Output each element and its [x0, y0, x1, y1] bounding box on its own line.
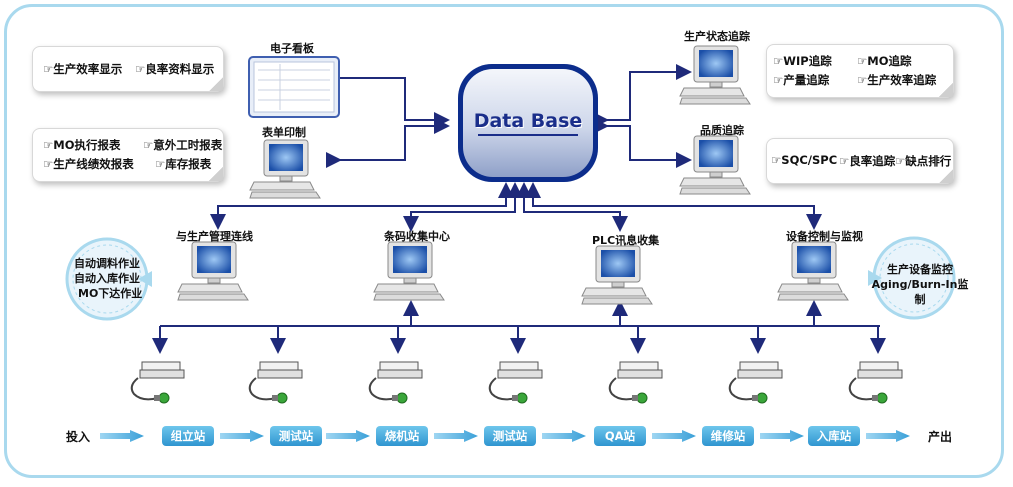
page-fold — [939, 169, 953, 183]
flow-arrow-icon — [542, 430, 586, 442]
right-monitor-circle — [868, 236, 956, 320]
left-automation-circle — [65, 237, 152, 321]
equipment-label: 设备控制与监视 — [786, 230, 863, 243]
database-node: Data Base — [454, 58, 602, 186]
form-print-label: 表单印制 — [262, 126, 306, 139]
plc-computer-icon — [581, 245, 653, 305]
note-item: ☞生产线绩效报表 — [43, 157, 134, 171]
note-reports: ☞MO执行报表 ☞意外工时报表 ☞生产线绩效报表 ☞库存报表 — [32, 128, 224, 182]
note-item: ☞库存报表 — [155, 157, 212, 171]
barcode-reader-icon — [248, 361, 303, 404]
note-quality: ☞SQC/SPC ☞良率追踪 ☞缺点排行 — [766, 138, 954, 184]
automation-line: MO下达作业 — [78, 287, 143, 300]
note-item: ☞MO追踪 — [857, 54, 912, 68]
note-item: ☞生产效率显示 — [43, 62, 123, 76]
flow-arrow-icon — [326, 430, 370, 442]
note-item: ☞良率追踪 — [839, 154, 896, 168]
database-underline — [478, 134, 578, 136]
barcode-reader-icon — [130, 361, 185, 404]
page-fold — [209, 77, 223, 91]
note-item: ☞产量追踪 — [773, 73, 830, 87]
barcode-reader-icon — [488, 361, 543, 404]
ekanban-label: 电子看板 — [270, 42, 314, 55]
form-print-computer-icon — [249, 139, 321, 199]
prod-status-computer-icon — [679, 45, 751, 105]
flow-arrow-icon — [866, 430, 910, 442]
left-automation-text: 自动调料作业 自动入库作业 MO下达作业 — [74, 256, 142, 301]
barcode-reader-icon — [368, 361, 423, 404]
note-item: ☞SQC/SPC — [771, 153, 838, 167]
automation-line: 自动入库作业 — [74, 272, 140, 285]
equipment-computer-icon — [777, 241, 849, 301]
station-test-2: 测试站 — [484, 426, 536, 446]
barcode-reader-icon — [848, 361, 903, 404]
station-test-1: 测试站 — [270, 426, 322, 446]
station-assembly: 组立站 — [162, 426, 214, 446]
flow-end-label: 产出 — [928, 430, 953, 444]
db-prodstatus-line — [593, 64, 692, 128]
note-item: ☞生产效率追踪 — [857, 73, 937, 87]
formprint-db-line — [326, 118, 450, 168]
quality-label: 品质追踪 — [700, 124, 744, 137]
right-monitor-text: 生产设备监控 Aging/Burn-In监制 — [870, 262, 970, 307]
flow-arrow-icon — [760, 430, 804, 442]
note-item: ☞意外工时报表 — [143, 138, 223, 152]
prod-mgmt-computer-icon — [177, 241, 249, 301]
quality-computer-icon — [679, 135, 751, 195]
note-item: ☞WIP追踪 — [773, 54, 832, 68]
flow-arrow-icon — [434, 430, 478, 442]
page-fold — [939, 83, 953, 97]
automation-line: 自动调料作业 — [74, 257, 140, 270]
flow-start-label: 投入 — [66, 430, 91, 444]
prod-mgmt-label: 与生产管理连线 — [176, 230, 253, 243]
barcode-label: 条码收集中心 — [384, 230, 450, 243]
database-icon — [458, 64, 598, 182]
station-warehouse: 入库站 — [808, 426, 860, 446]
monitor-line: 生产设备监控 — [887, 263, 953, 276]
note-item: ☞良率资料显示 — [135, 62, 215, 76]
note-display: ☞生产效率显示 ☞良率资料显示 — [32, 46, 224, 92]
flow-arrow-icon — [652, 430, 696, 442]
flow-arrow-icon — [220, 430, 264, 442]
ekanban-db-line — [326, 70, 450, 128]
barcode-reader-icon — [728, 361, 783, 404]
plc-label: PLC讯息收集 — [592, 234, 660, 247]
db-quality-line — [593, 118, 692, 168]
page-fold — [209, 167, 223, 181]
ekanban-screen-icon — [248, 56, 340, 118]
flow-arrow-icon — [100, 430, 144, 442]
barcode-computer-icon — [373, 241, 445, 301]
prod-status-label: 生产状态追踪 — [684, 30, 750, 43]
note-tracking: ☞WIP追踪 ☞MO追踪 ☞产量追踪 ☞生产效率追踪 — [766, 44, 954, 98]
database-label: Data Base — [473, 110, 583, 132]
note-item: ☞缺点排行 — [895, 154, 952, 168]
barcode-reader-icon — [608, 361, 663, 404]
note-item: ☞MO执行报表 — [43, 138, 121, 152]
station-qa: QA站 — [594, 426, 646, 446]
monitor-line: Aging/Burn-In监制 — [871, 278, 969, 306]
station-repair: 维修站 — [702, 426, 754, 446]
station-burn-in: 烧机站 — [376, 426, 428, 446]
